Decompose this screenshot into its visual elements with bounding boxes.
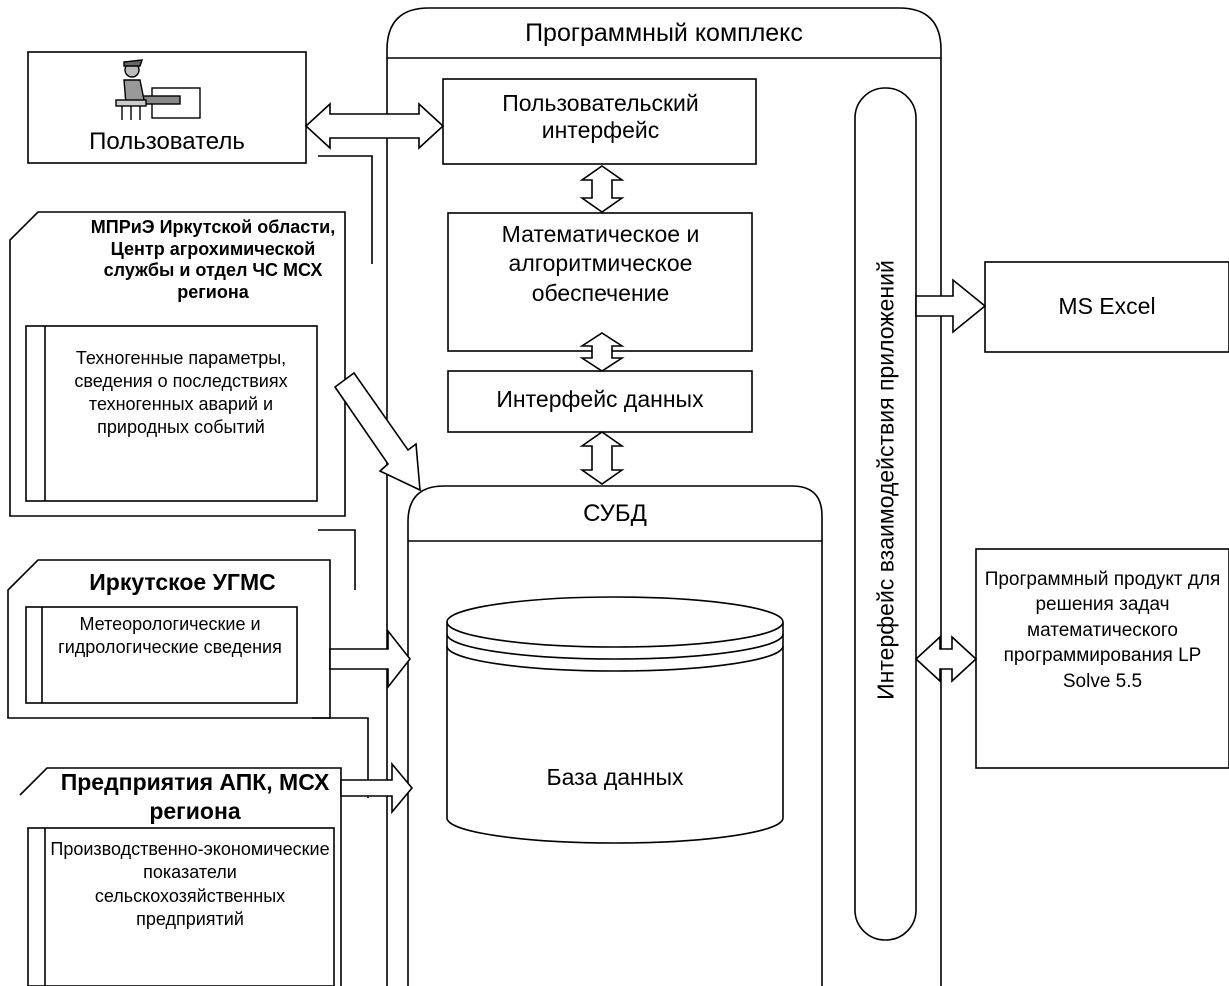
- database-label: База данных: [546, 764, 684, 790]
- user-at-computer-icon: [115, 59, 201, 120]
- user-label: Пользователь: [89, 128, 245, 155]
- source-2-content-label: Метеорологические и гидрологические свед…: [58, 614, 282, 657]
- connector-line-3: [312, 717, 369, 798]
- arrow-ui-math: [579, 165, 625, 213]
- source-3-content-label: Производственно-экономические показатели…: [50, 839, 330, 930]
- user-interface-box: [442, 78, 757, 165]
- data-interface-label: Интерфейс данных: [496, 386, 704, 412]
- source-3-org-label: Предприятия АПК, МСХ региона: [60, 769, 330, 824]
- dbms-frame: [407, 485, 823, 986]
- lp-solve-label: Программный продукт для решения задач ма…: [984, 569, 1221, 692]
- arrow-source1-dbms: [333, 371, 421, 492]
- source-2-org-label: Иркутское УГМС: [89, 569, 276, 595]
- database-cylinder: [446, 596, 784, 844]
- arrow-user-ui: [304, 102, 445, 150]
- arrow-datainterface-dbms: [579, 431, 625, 485]
- source-2-card: [7, 559, 331, 719]
- arrow-math-datainterface: [579, 332, 625, 372]
- program-complex-title: Программный комплекс: [525, 18, 803, 47]
- source-1-org-label: МПРиЭ Иркутской области, Центр агрохимич…: [90, 217, 336, 302]
- arrow-source2-dbms: [329, 628, 412, 690]
- source-3-card: [19, 767, 342, 986]
- user-box: [27, 51, 307, 164]
- app-interaction-interface-text: Интерфейс взаимодействия приложений: [872, 260, 899, 700]
- dbms-title: СУБД: [583, 499, 647, 527]
- data-interface-box: [447, 370, 753, 433]
- source-1-card: [9, 211, 346, 517]
- arrow-lpsolve: [914, 635, 978, 683]
- connector-line-1: [318, 155, 373, 264]
- arrow-source3-dbms: [340, 761, 414, 815]
- connector-line-2: [318, 529, 356, 590]
- ms-excel-label: MS Excel: [1058, 293, 1156, 319]
- app-interaction-bar: [854, 87, 917, 941]
- source-1-inner-box: [25, 325, 318, 502]
- arrow-to-excel: [915, 278, 987, 334]
- math-algorithm-label: Математическое и алгоритмическое обеспеч…: [501, 221, 700, 306]
- user-interface-label: Пользовательский интерфейс: [502, 90, 699, 144]
- source-2-inner-box: [25, 606, 298, 704]
- source-1-content-label: Техногенные параметры, сведения о послед…: [74, 348, 288, 437]
- source-3-inner-box: [27, 827, 335, 986]
- program-complex-frame: [386, 7, 942, 986]
